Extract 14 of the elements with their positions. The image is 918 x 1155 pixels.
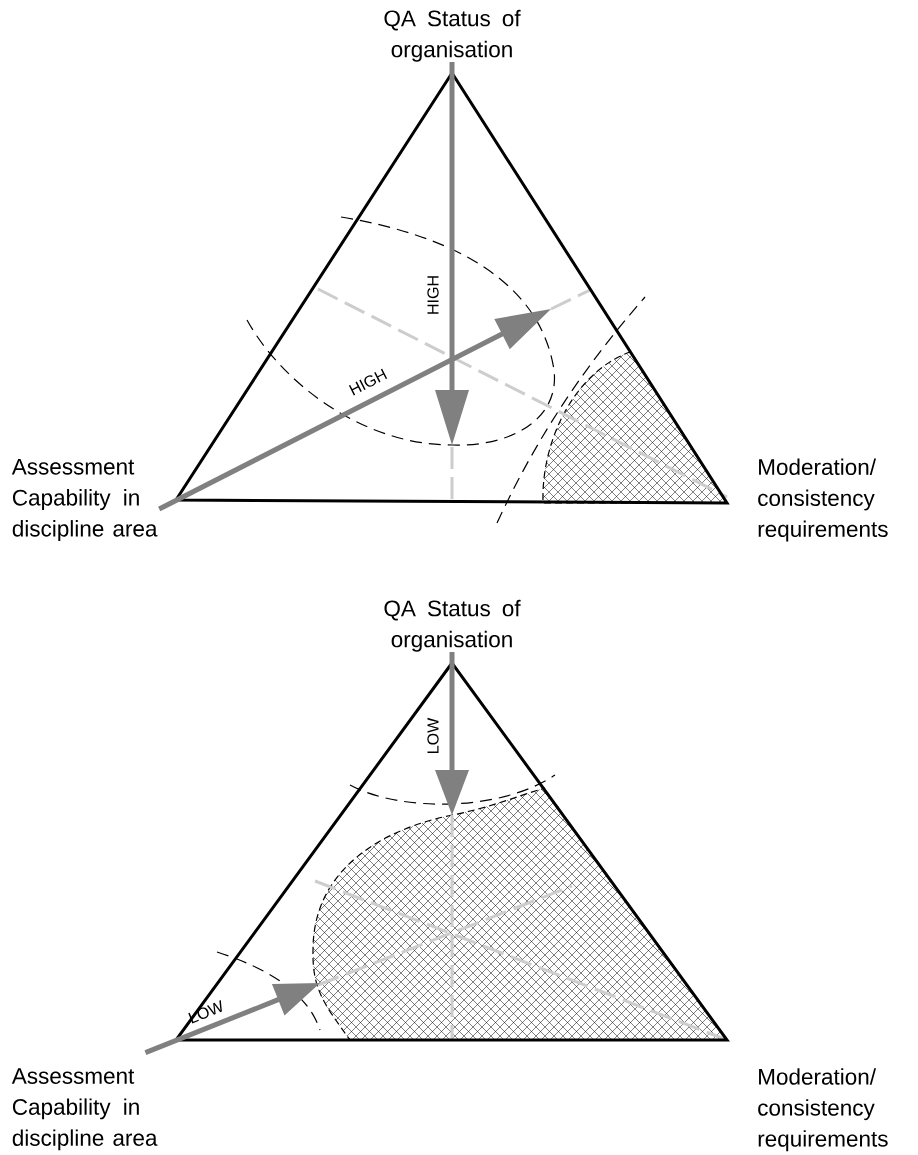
vertex-label: Assessment Capability in discipline area <box>11 458 158 542</box>
vertex-label: Assessment Capability in discipline area <box>11 1068 158 1151</box>
arrow <box>158 309 551 512</box>
edge-label: HIGH <box>348 368 388 396</box>
edge-label: HIGH <box>427 276 439 314</box>
edge-label: LOW <box>188 1000 222 1024</box>
edge-label: LOW <box>427 717 439 753</box>
arrow <box>435 62 469 445</box>
arrow <box>435 652 469 815</box>
vertex-label: QA Status of organisation <box>384 9 521 62</box>
arrow <box>144 983 320 1055</box>
vertex-label: Moderation/ consistency requirements <box>758 458 888 542</box>
vertex-label: QA Status of organisation <box>384 599 521 652</box>
vertex-label: Moderation/ consistency requirements <box>758 1068 888 1152</box>
